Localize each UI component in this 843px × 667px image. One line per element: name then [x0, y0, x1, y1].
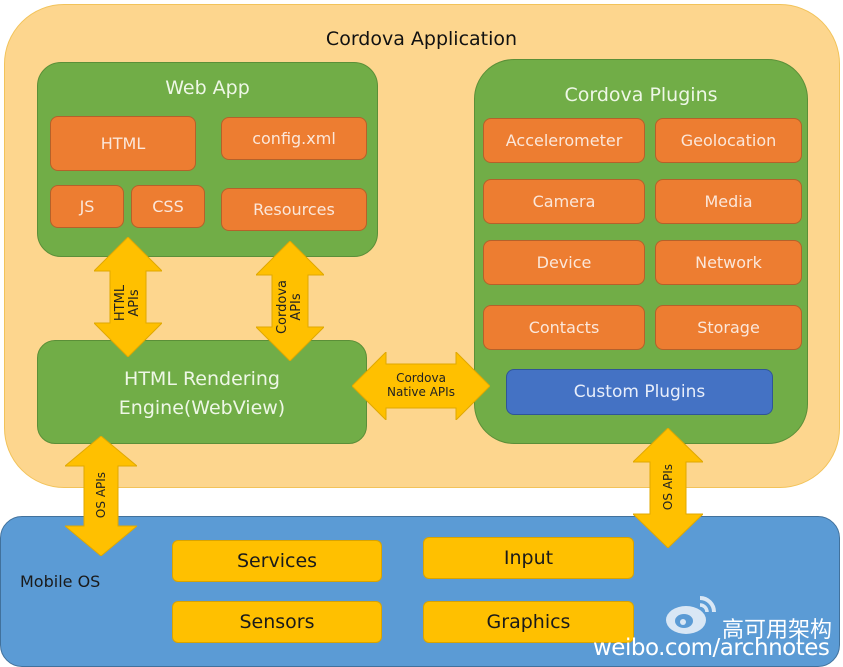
rendering-engine-line1: HTML Rendering [124, 368, 280, 390]
web-app-title: Web App [165, 77, 250, 99]
plugin-network: Network [655, 240, 802, 285]
html-apis-line2: APIs [127, 289, 142, 317]
html-apis-arrow: HTML APIs [94, 237, 162, 357]
weibo-icon [664, 590, 720, 636]
cordova-apis-line2: APIs [289, 293, 304, 321]
double-arrow-vertical-icon [633, 428, 703, 548]
os-apis-right-arrow: OS APIs [633, 428, 703, 548]
watermark-name: 高可用架构 [722, 618, 833, 643]
web-app-js: JS [50, 185, 124, 228]
double-arrow-vertical-icon [94, 237, 162, 357]
plugin-camera: Camera [483, 179, 645, 224]
web-app-resources: Resources [221, 188, 367, 231]
web-app-config-xml: config.xml [221, 117, 367, 160]
web-app-css: CSS [131, 185, 205, 228]
os-sensors: Sensors [172, 601, 382, 643]
os-graphics: Graphics [423, 601, 634, 643]
cordova-native-apis-arrow: Cordova Native APIs [352, 352, 490, 420]
double-arrow-vertical-icon [256, 241, 324, 361]
os-apis-left-arrow: OS APIs [65, 436, 137, 556]
cordova-application-title: Cordova Application [325, 28, 518, 50]
web-app-html: HTML [50, 116, 196, 171]
plugin-contacts: Contacts [483, 305, 645, 350]
double-arrow-vertical-icon [65, 436, 137, 556]
double-arrow-horizontal-icon [352, 352, 490, 420]
os-apis-right-label: OS APIs [661, 463, 675, 511]
plugin-media: Media [655, 179, 802, 224]
mobile-os-container [0, 516, 840, 667]
plugin-device: Device [483, 240, 645, 285]
rendering-engine-line2: Engine(WebView) [118, 397, 286, 419]
native-apis-line2: Native APIs [387, 385, 455, 399]
watermark-url: weibo.com/archnotes [593, 635, 830, 661]
plugin-geolocation: Geolocation [655, 118, 802, 163]
cordova-plugins-title: Cordova Plugins [564, 84, 718, 106]
plugin-storage: Storage [655, 305, 802, 350]
custom-plugins: Custom Plugins [506, 369, 773, 415]
os-services: Services [172, 540, 382, 582]
plugin-accelerometer: Accelerometer [483, 118, 645, 163]
cordova-apis-arrow: Cordova APIs [256, 241, 324, 361]
mobile-os-label: Mobile OS [20, 572, 101, 591]
native-apis-line1: Cordova [396, 371, 446, 385]
cordova-apis-line1: Cordova [275, 280, 290, 335]
os-input: Input [423, 537, 634, 579]
os-apis-left-label: OS APIs [94, 471, 108, 519]
html-rendering-engine: HTML Rendering Engine(WebView) [37, 340, 367, 444]
html-apis-line1: HTML [113, 284, 128, 322]
